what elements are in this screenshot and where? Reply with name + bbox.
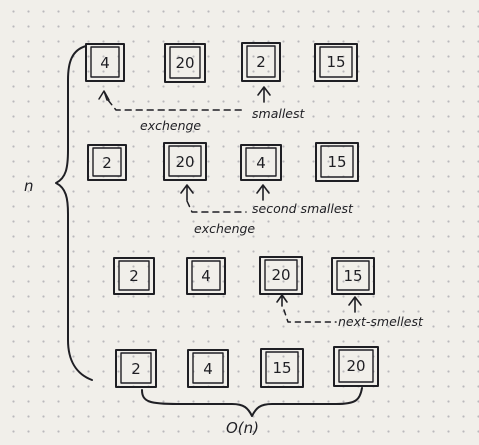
- pointer-label: smallest: [252, 106, 305, 121]
- cell-value: 15: [327, 153, 346, 171]
- cell-value: 2: [129, 267, 139, 285]
- row-2: 2 20 4 15 exchenge secon: [87, 142, 359, 236]
- cell-box: 2: [87, 144, 127, 181]
- dashed-connector: [107, 99, 247, 111]
- cell-box: 4: [85, 43, 125, 82]
- cell-box: 20: [163, 142, 207, 181]
- bottom-brace: [141, 387, 363, 417]
- up-arrow-icon: [180, 184, 194, 201]
- cell-box: 15: [260, 348, 304, 388]
- left-brace: [55, 45, 93, 381]
- pointer-label: next-smellest: [338, 314, 424, 329]
- up-arrow-icon: [257, 86, 271, 103]
- exchange-label: exchenge: [140, 118, 201, 133]
- rows-count-label: n: [24, 177, 34, 195]
- dashed-connector: [186, 200, 247, 213]
- cell-value: 4: [201, 267, 211, 285]
- cell-value: 4: [256, 154, 266, 172]
- cell-box: 2: [113, 257, 155, 295]
- cell-value: 2: [256, 53, 266, 71]
- cell-box: 20: [164, 43, 206, 83]
- exchange-label: exchenge: [194, 221, 255, 236]
- cell-value: 20: [175, 54, 194, 72]
- cell-value: 20: [175, 153, 194, 171]
- cell-box: 20: [333, 346, 379, 387]
- cell-box: 4: [186, 257, 226, 295]
- cell-box: 2: [115, 349, 157, 388]
- complexity-label: O(n): [226, 419, 259, 437]
- cell-value: 4: [100, 54, 110, 72]
- cell-value: 20: [271, 266, 290, 284]
- exchange-arrow: [98, 90, 110, 101]
- cell-value: 2: [102, 154, 112, 172]
- cell-box: 20: [259, 256, 303, 295]
- cell-box: 4: [240, 144, 282, 181]
- up-arrow-icon: [276, 294, 288, 307]
- cell-box: 15: [314, 43, 358, 82]
- cell-box: 15: [331, 257, 375, 295]
- row-4: 2 4 15 20: [115, 346, 379, 388]
- cell-value: 20: [346, 357, 365, 375]
- cell-value: 15: [343, 267, 362, 285]
- cell-value: 4: [203, 360, 213, 378]
- dashed-connector: [283, 309, 337, 323]
- cell-value: 15: [272, 359, 291, 377]
- row-1: 4 20 2 15 exchenge small: [85, 42, 358, 133]
- cell-box: 2: [241, 42, 281, 82]
- up-arrow-icon: [256, 184, 270, 201]
- cell-box: 4: [187, 349, 229, 388]
- cell-box: 15: [315, 142, 359, 182]
- row-3: 2 4 20 15 next-smellest: [113, 256, 424, 329]
- cell-value: 2: [131, 360, 141, 378]
- up-arrow-icon: [348, 296, 362, 313]
- pointer-label: second smallest: [252, 201, 354, 216]
- cell-value: 15: [326, 53, 345, 71]
